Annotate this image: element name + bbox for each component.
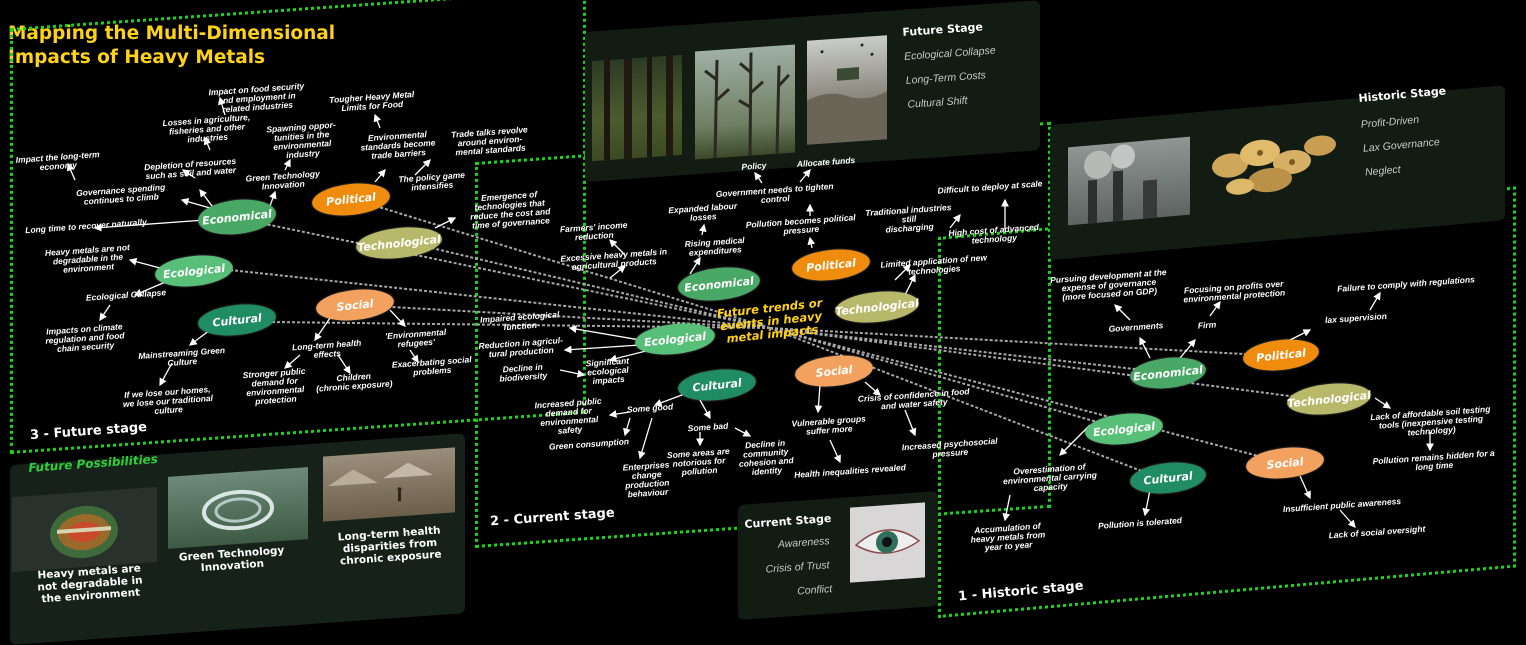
earth-cross-section-image xyxy=(12,486,157,573)
arrow xyxy=(218,96,226,116)
arrow xyxy=(904,409,917,437)
arrow xyxy=(67,162,76,181)
connector xyxy=(769,327,1281,357)
arrow xyxy=(1209,300,1221,317)
smokestack-image xyxy=(1068,136,1190,226)
connector xyxy=(235,217,771,329)
eye-image xyxy=(850,502,925,583)
arrow xyxy=(559,369,586,378)
arrow xyxy=(1339,509,1356,528)
arrow xyxy=(1139,336,1151,359)
landfill-image xyxy=(807,35,887,145)
arrow xyxy=(608,349,651,363)
arrow xyxy=(1369,291,1381,311)
arrow xyxy=(563,344,641,354)
current-label: Increased public demand for environmenta… xyxy=(534,395,602,436)
arrow xyxy=(1142,489,1151,517)
arrow xyxy=(1002,494,1011,522)
arrow xyxy=(1179,339,1196,359)
connector xyxy=(354,304,771,329)
dead-trees-image xyxy=(695,44,795,160)
arrow xyxy=(314,317,331,342)
connector xyxy=(769,327,1166,481)
arrow xyxy=(623,417,631,437)
connector xyxy=(769,327,1126,431)
arrow xyxy=(1374,397,1392,409)
arrow xyxy=(337,354,351,375)
arrow xyxy=(689,256,701,275)
current-label: Decline in community cohesion and identi… xyxy=(738,437,794,478)
arrow xyxy=(434,217,457,229)
arrow xyxy=(269,190,277,207)
connector xyxy=(397,239,771,329)
arrow xyxy=(799,169,811,183)
arrow xyxy=(389,309,406,327)
arrow xyxy=(754,171,763,184)
arrow xyxy=(864,381,881,396)
arrow xyxy=(414,159,431,176)
arrow xyxy=(949,213,961,229)
arrow xyxy=(829,439,841,464)
arrow xyxy=(609,265,627,279)
arrow xyxy=(814,384,823,414)
arrow xyxy=(181,169,196,179)
arrow xyxy=(904,273,916,296)
forest-image xyxy=(592,54,682,162)
arrow xyxy=(180,198,211,209)
future-label: Stronger public demand for environmental… xyxy=(242,365,306,407)
arrow xyxy=(99,304,111,322)
arrow xyxy=(409,349,419,364)
green-tech-ring-image xyxy=(168,467,308,549)
arrow xyxy=(1299,475,1311,500)
arrow xyxy=(699,399,711,420)
connector xyxy=(229,269,771,329)
arrow xyxy=(373,113,381,129)
arrow xyxy=(159,362,173,387)
arrow xyxy=(128,257,161,269)
arrow xyxy=(374,169,386,183)
arrow xyxy=(283,158,291,171)
arrow xyxy=(609,239,626,256)
future-label: Spawning oppor- tunities in the environm… xyxy=(266,119,336,161)
connector xyxy=(349,197,771,329)
arrow xyxy=(734,427,752,437)
arrow xyxy=(608,410,631,418)
connector xyxy=(769,327,1321,401)
refugee-camp-image xyxy=(323,447,455,522)
future-label: Emergence of technologies that reduce th… xyxy=(469,189,551,231)
connector-layer xyxy=(67,96,1434,528)
arrow xyxy=(698,223,707,236)
connector xyxy=(269,321,771,329)
arrow xyxy=(203,136,212,151)
connector xyxy=(769,327,1171,374)
arrow xyxy=(93,219,206,232)
page-title: Mapping the Multi-Dimensional Impacts of… xyxy=(8,23,336,68)
arrow xyxy=(568,325,641,341)
connector xyxy=(769,327,1286,464)
arrow xyxy=(894,264,911,281)
arrow xyxy=(807,236,816,249)
coins-image xyxy=(1200,116,1340,206)
arrow xyxy=(1114,304,1131,321)
current-label: Significant ecological impacts xyxy=(585,355,630,387)
arrow xyxy=(284,354,301,369)
current-label: Some areas are notorious for pollution xyxy=(666,445,731,478)
arrow xyxy=(638,417,653,460)
